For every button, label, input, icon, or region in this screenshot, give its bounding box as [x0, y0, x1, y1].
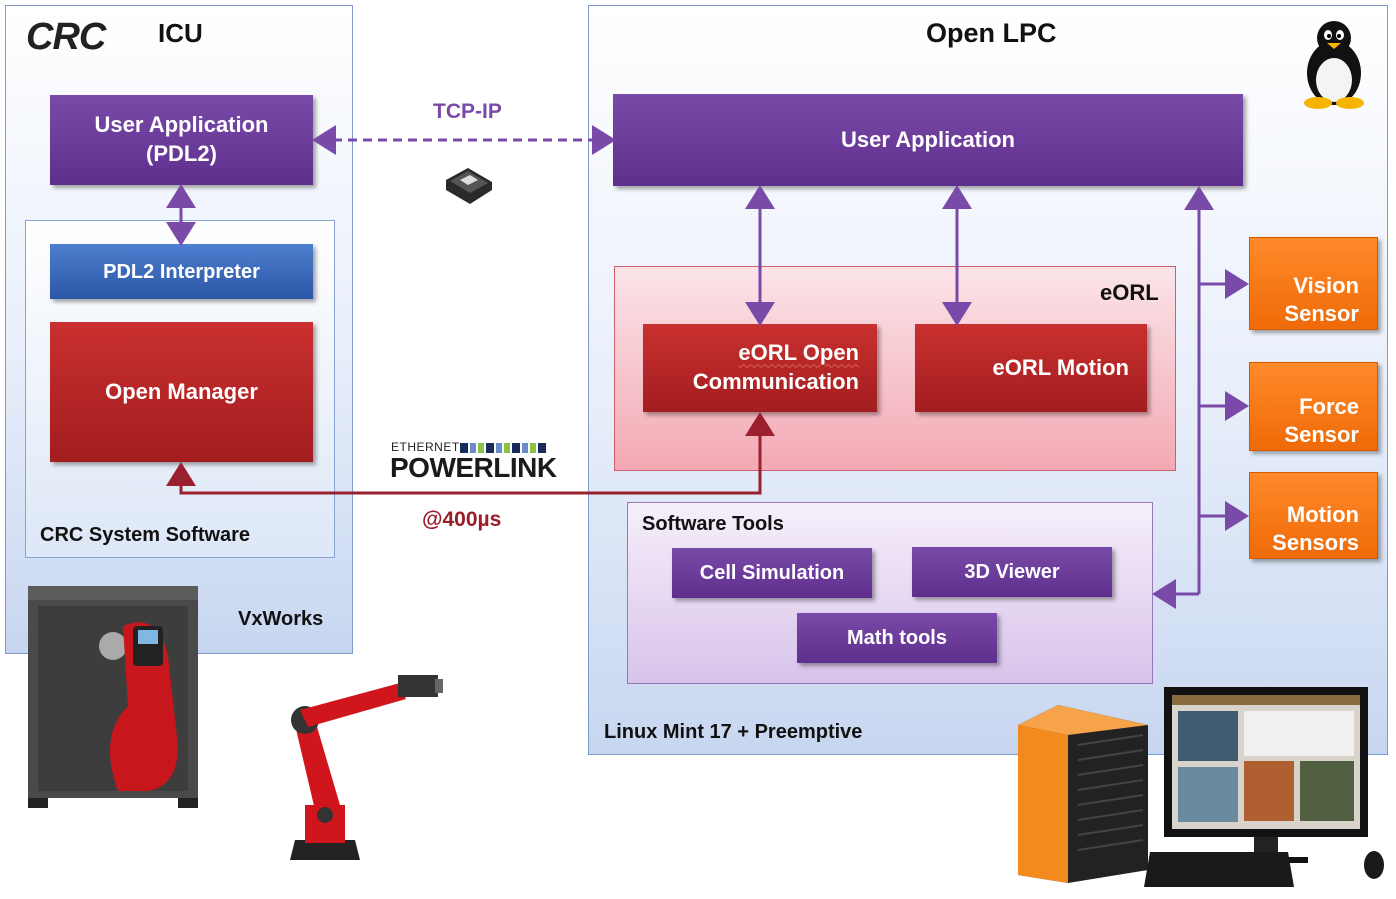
crc-system-software-label: CRC System Software — [40, 524, 251, 546]
force-sensor-line1: Force — [1299, 393, 1359, 419]
ethernet-plug-icon — [446, 168, 492, 204]
force-sensor-box: Force Sensor — [1249, 362, 1378, 451]
cell-simulation-box: Cell Simulation — [672, 548, 872, 598]
math-tools-box: Math tools — [797, 613, 997, 663]
icu-title: ICU — [158, 18, 203, 48]
pdl2-interpreter-box: PDL2 Interpreter — [50, 244, 313, 299]
robot-arm-image — [290, 675, 443, 860]
eorl-open-communication-box: eORL Open Communication — [643, 324, 877, 412]
vision-sensor-line1: Vision — [1293, 272, 1359, 298]
eorl-title: eORL — [1100, 280, 1159, 305]
powerlink-brand-label: POWERLINK — [390, 452, 557, 483]
eorl-motion-box: eORL Motion — [915, 324, 1147, 412]
motion-sensors-line2: Sensors — [1272, 530, 1359, 556]
eorl-open-line1: eORL Open — [738, 340, 859, 366]
lpc-user-application-box: User Application — [613, 94, 1243, 186]
crc-logo: CRC — [26, 16, 106, 58]
powerlink-rate-label: @400µs — [422, 508, 502, 531]
tcp-ip-label: TCP-IP — [433, 100, 502, 123]
vxworks-label: VxWorks — [238, 608, 324, 630]
force-sensor-line2: Sensor — [1284, 422, 1359, 448]
open-manager-box: Open Manager — [50, 322, 313, 462]
vision-sensor-box: Vision Sensor — [1249, 237, 1378, 330]
3d-viewer-box: 3D Viewer — [912, 547, 1112, 597]
icu-user-application-line2: (PDL2) — [146, 141, 217, 166]
open-lpc-title: Open LPC — [926, 18, 1057, 48]
linux-mint-label: Linux Mint 17 + Preemptive — [604, 721, 863, 743]
motion-sensors-box: Motion Sensors — [1249, 472, 1378, 559]
motion-sensors-line1: Motion — [1286, 501, 1359, 527]
icu-user-application-line1: User Application — [94, 112, 269, 138]
vision-sensor-line2: Sensor — [1284, 301, 1359, 327]
icu-user-application-box: User Application (PDL2) — [50, 95, 313, 185]
software-tools-title: Software Tools — [642, 513, 784, 535]
eorl-open-line2: Communication — [692, 369, 859, 394]
